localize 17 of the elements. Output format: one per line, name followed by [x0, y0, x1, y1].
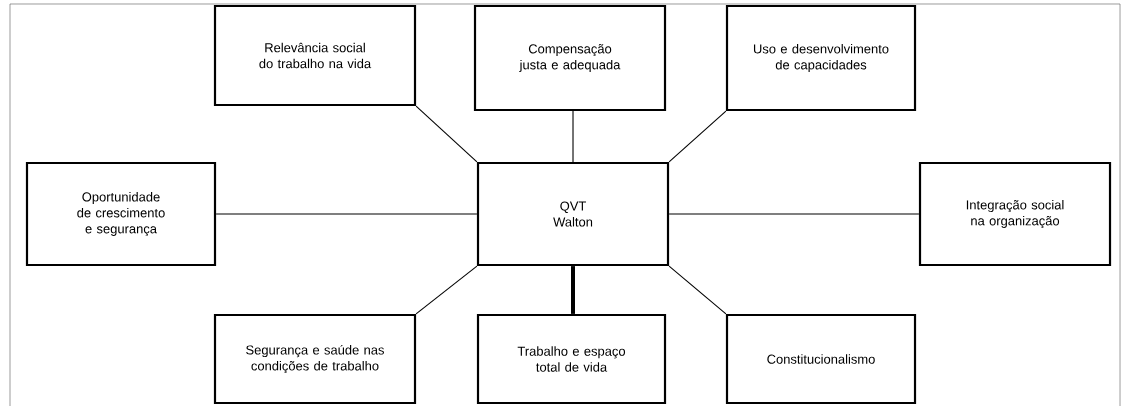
topic-box: Compensação justa e adequada	[473, 4, 667, 112]
topic-box: Trabalho e espaço total de vida	[476, 313, 667, 405]
connector-line	[572, 110, 574, 163]
topic-box: Uso e desenvolvimento de capacidades	[725, 4, 917, 112]
connector-line	[571, 266, 575, 314]
topic-box: Relevância social do trabalho na vida	[213, 4, 417, 107]
topic-box: Segurança e saúde nas condições de trabalho	[213, 313, 417, 405]
connector-line	[668, 213, 920, 215]
topic-box: Integração social na organização	[918, 161, 1112, 267]
connector-line	[215, 213, 478, 215]
connector-line	[415, 265, 478, 315]
topic-box: Oportunidade de crescimento e segurança	[25, 161, 217, 267]
topic-box: Constitucionalismo	[725, 313, 917, 405]
connector-line	[668, 110, 727, 163]
center-box: QVT Walton	[476, 161, 670, 267]
connector-line	[415, 105, 478, 163]
connector-line	[668, 265, 727, 315]
